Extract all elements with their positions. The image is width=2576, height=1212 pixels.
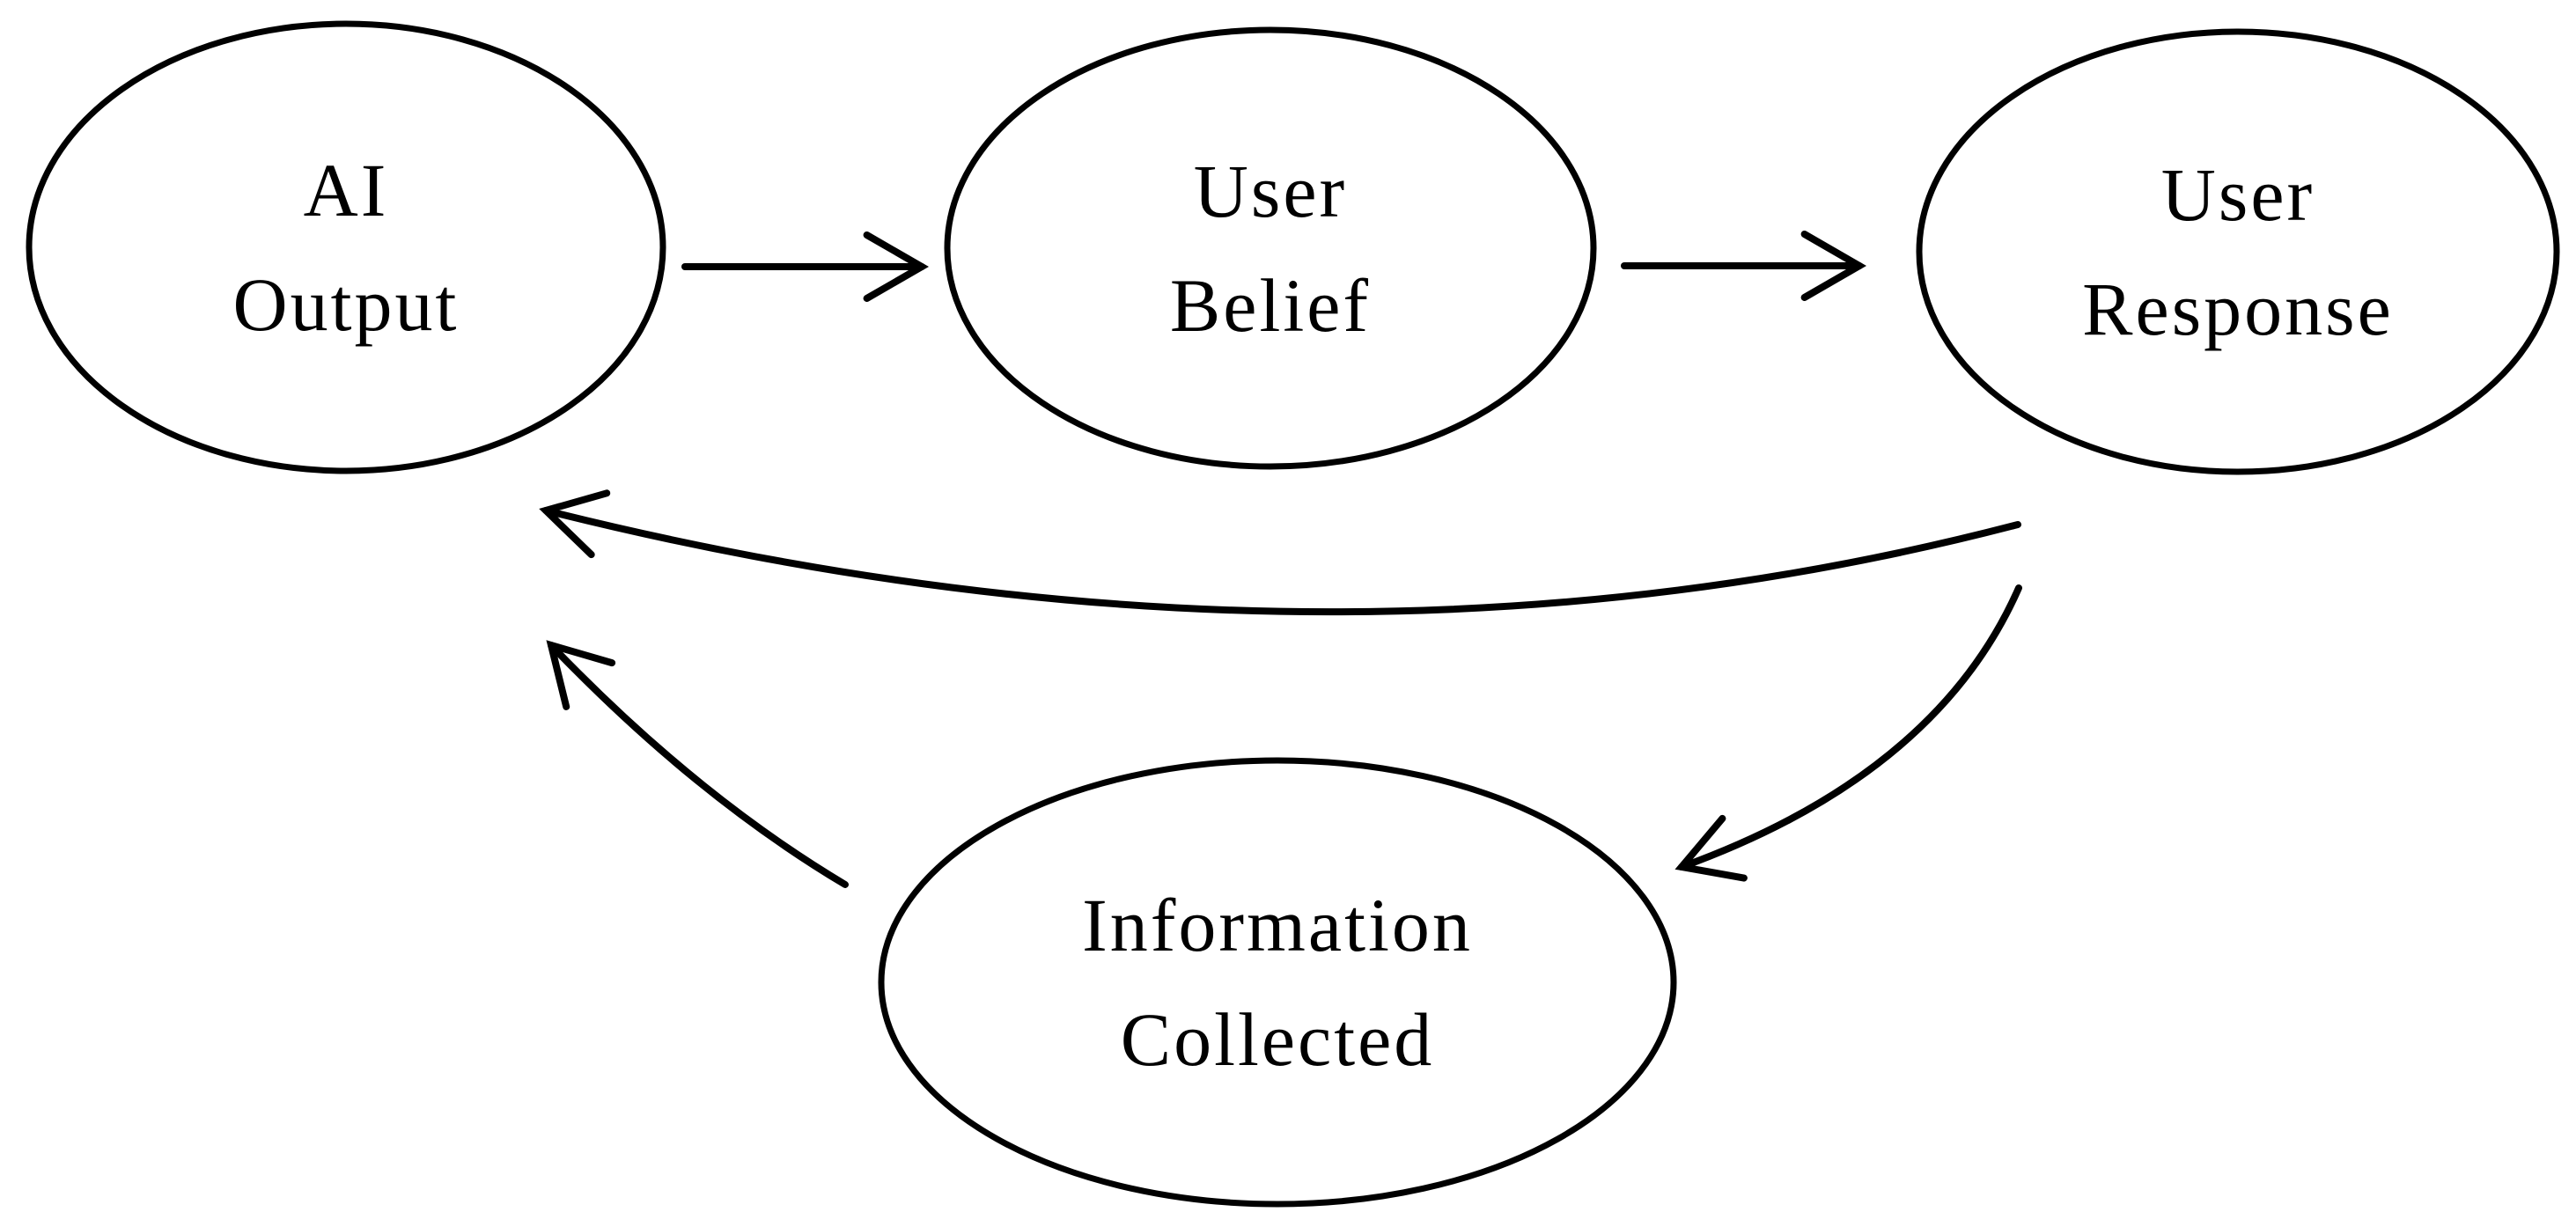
node-label-line-ai-output-1: Output <box>233 262 460 347</box>
edge-information-collected-to-ai-output <box>548 642 849 888</box>
edge-user-response-to-information-collected <box>1678 584 2022 870</box>
edge-user-response-to-ai-output <box>542 507 2021 616</box>
node-ellipse-information-collected <box>878 757 1677 1208</box>
node-label-line-information-collected-0: Information <box>1082 883 1473 967</box>
node-label-line-ai-output-0: AI <box>304 148 389 232</box>
node-label-line-user-response-0: User <box>2161 152 2315 237</box>
arrowhead-edge-information-collected-to-ai-output <box>546 640 616 710</box>
node-ellipse-user-response <box>1916 28 2560 475</box>
arrowhead-edge-ai-output-to-user-belief <box>863 231 930 302</box>
node-label-ai-output: AI Output <box>233 148 460 347</box>
node-ellipse-user-belief <box>944 26 1597 470</box>
node-ellipse-ai-output <box>26 20 666 474</box>
node-label-line-user-belief-0: User <box>1194 149 1347 233</box>
arrowhead-edge-user-belief-to-user-response <box>1800 231 1867 301</box>
node-label-line-user-belief-1: Belief <box>1170 263 1371 348</box>
arrowhead-edge-user-response-to-information-collected <box>1674 814 1748 882</box>
arrowhead-edge-user-response-to-ai-output <box>539 489 611 559</box>
node-label-line-information-collected-1: Collected <box>1121 997 1435 1082</box>
node-label-line-user-response-1: Response <box>2082 267 2394 351</box>
